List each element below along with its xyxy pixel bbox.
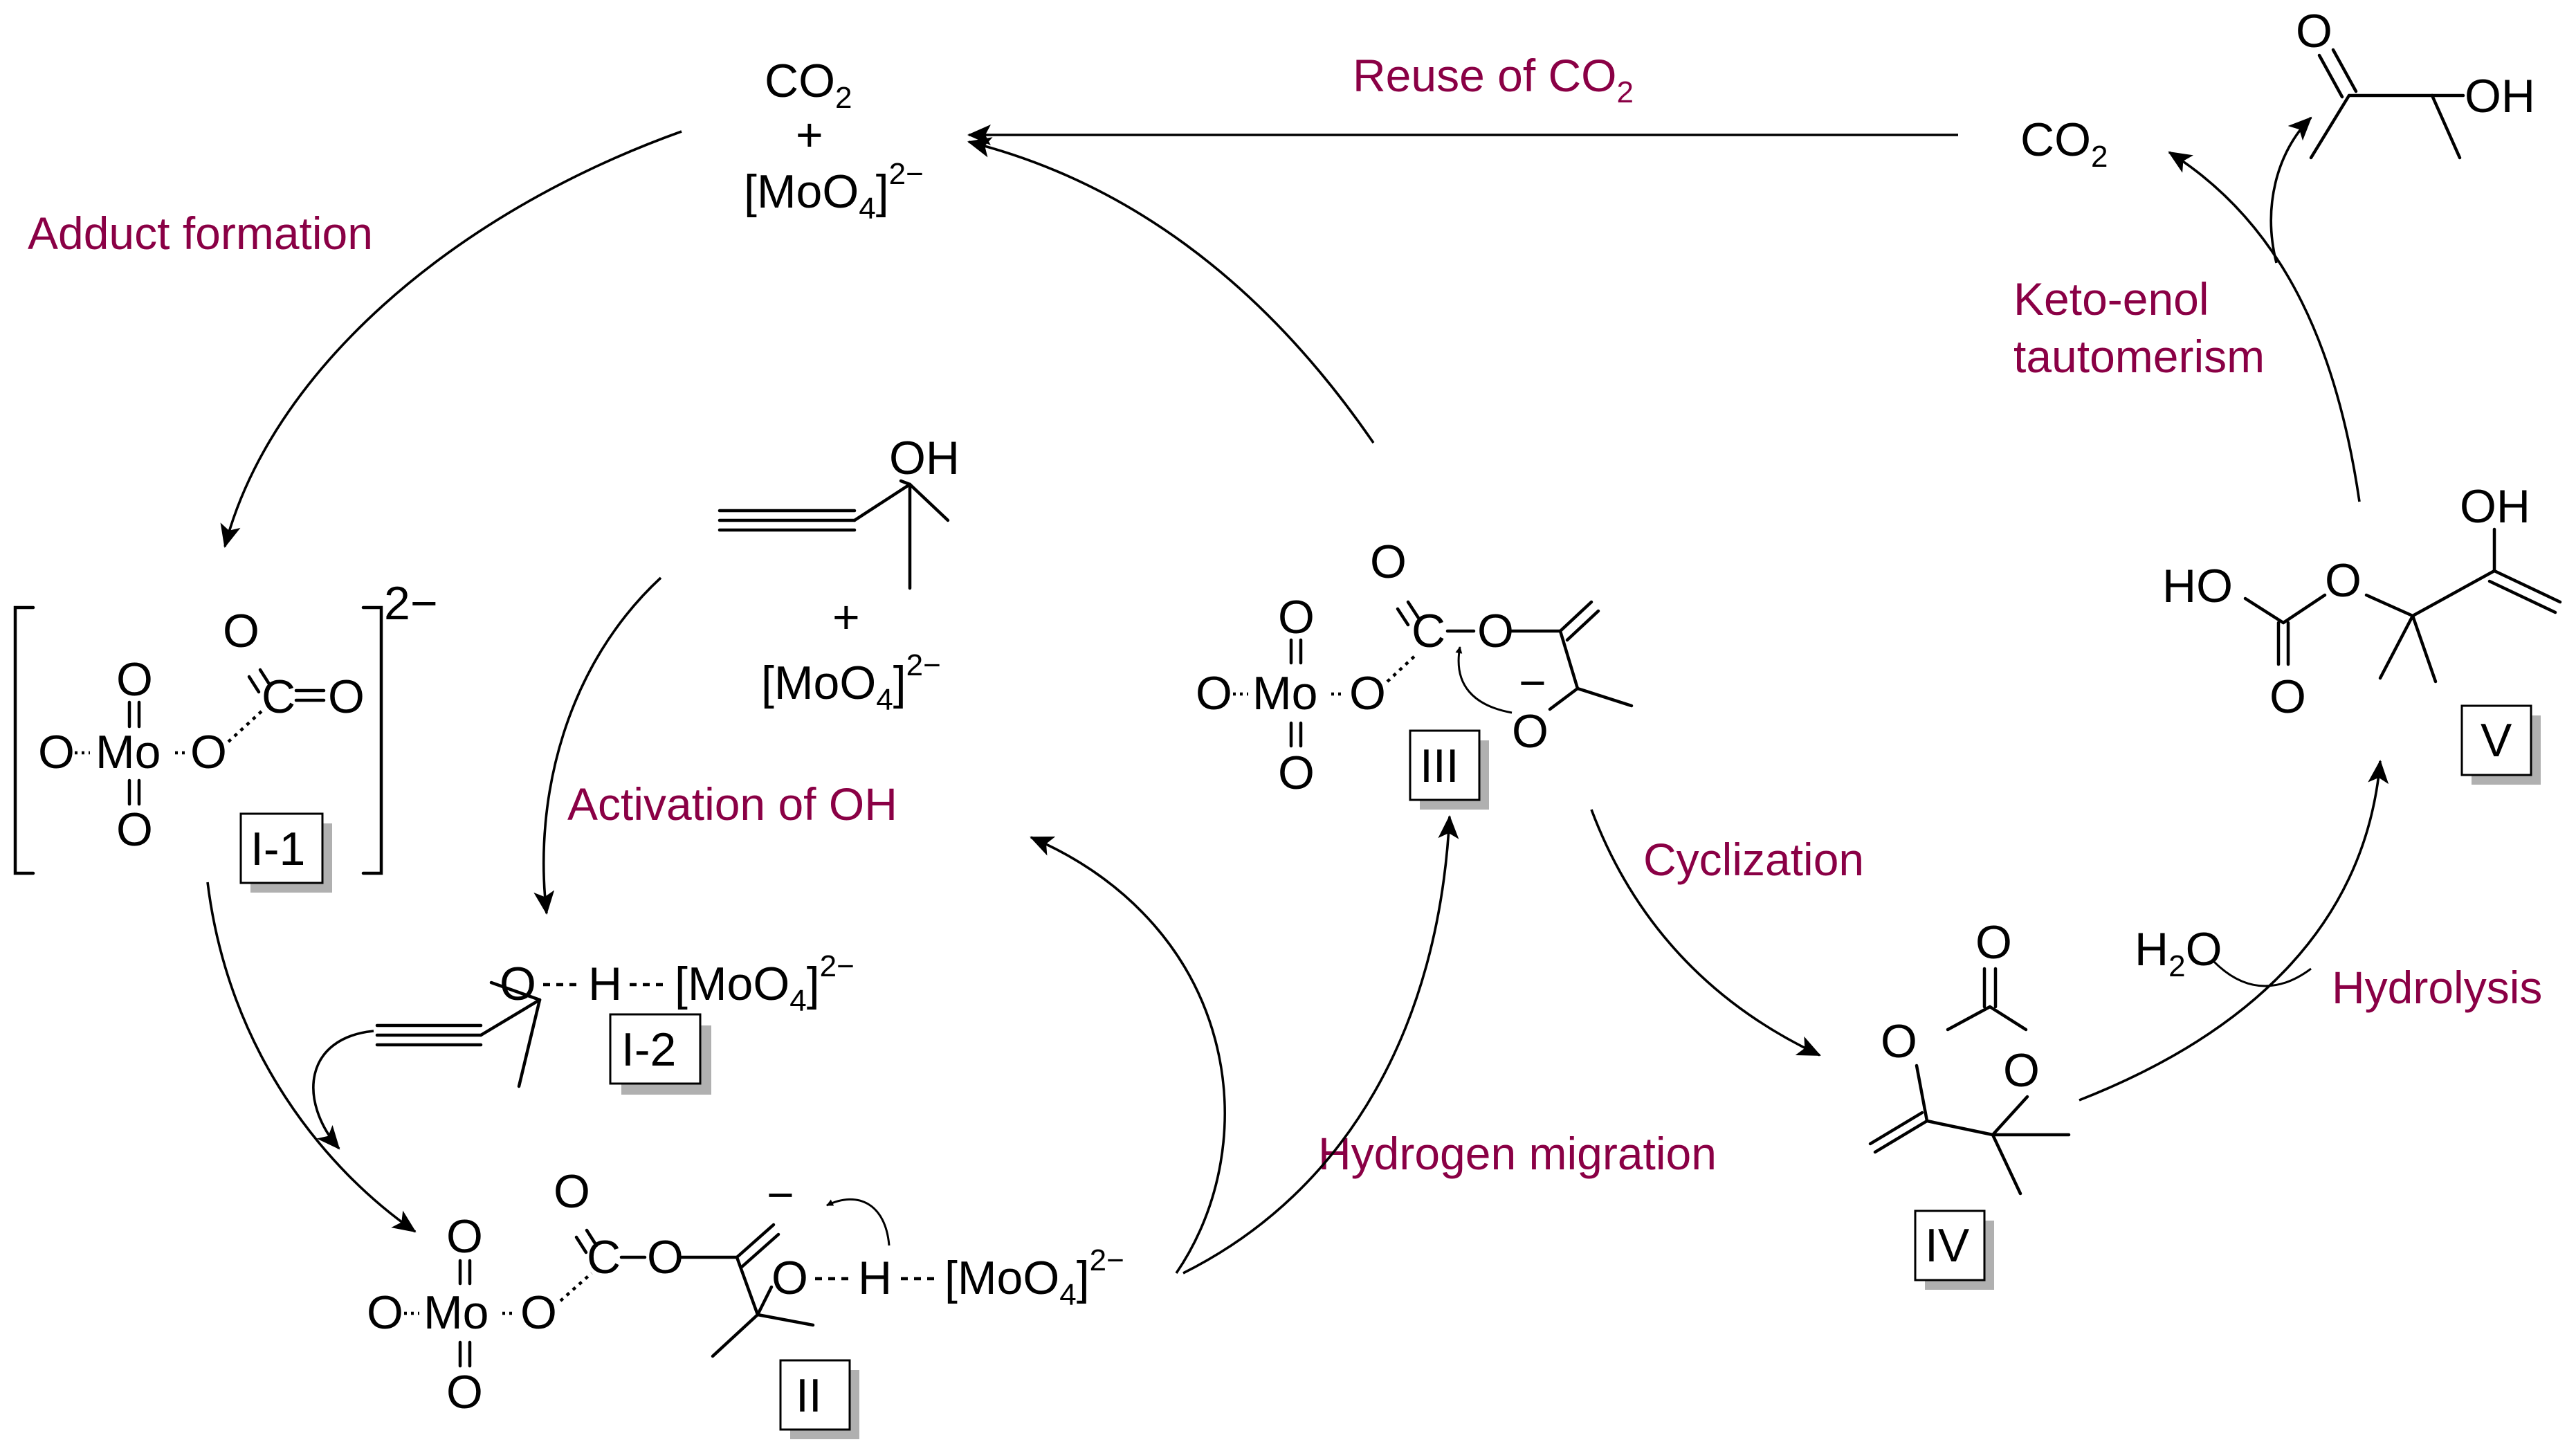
plus-sign-2: +	[832, 591, 860, 644]
label-hydrogen-migration: Hydrogen migration	[1318, 1128, 1717, 1179]
iii-o-alkoxide: O	[1512, 705, 1549, 758]
v-ho: HO	[2162, 560, 2233, 612]
arrow-keto-enol	[2168, 151, 2361, 502]
i2-o: O	[500, 958, 536, 1010]
co2-released: CO2	[2020, 113, 2108, 174]
intermediate-i1: 2− O O Mo O O C O O I-1	[13, 577, 438, 893]
ii-h: H	[858, 1252, 892, 1304]
label-reuse-of-co2: Reuse of CO2	[1353, 50, 1634, 109]
ii-o-top: O	[446, 1210, 483, 1263]
intermediate-i2: O H [MoO4]2− I-2	[375, 949, 855, 1095]
v-oh-top: OH	[2460, 480, 2530, 533]
ii-o-bottom: O	[446, 1366, 483, 1418]
i1-o-co2-right: O	[328, 670, 365, 723]
i1-o-left: O	[38, 726, 75, 778]
ii-o-right: O	[520, 1286, 557, 1339]
arrow-iii-to-top	[967, 137, 1375, 444]
arrow-activation-oh	[533, 576, 662, 915]
iii-o-carbonyl: O	[1370, 536, 1407, 588]
co2-formula: CO2	[765, 55, 852, 115]
iv-o-carbonyl: O	[1975, 916, 2012, 969]
ii-o-alkoxide: O	[771, 1252, 808, 1304]
label-keto-enol: Keto-enol	[2013, 273, 2209, 325]
intermediate-iv: O O O IV	[1868, 916, 2071, 1290]
co2-molybdate-top: CO2 + [MoO4]2−	[744, 55, 924, 226]
i2-h: H	[588, 958, 622, 1010]
ii-molybdate: [MoO4]2−	[944, 1243, 1124, 1312]
i1-o-top: O	[116, 653, 153, 706]
intermediate-v: OH O HO O V	[2162, 480, 2562, 785]
iii-o-top: O	[1278, 591, 1315, 644]
product-hydroxyketone: O OH	[2296, 5, 2535, 160]
arrow-alkyne-input	[312, 1030, 374, 1150]
arrow-hydrolysis	[2079, 760, 2389, 1102]
arrow-water-input	[2213, 960, 2312, 987]
iv-o-ring-right: O	[2003, 1044, 2040, 1097]
tag-i2: I-2	[621, 1023, 676, 1076]
tag-ii: II	[796, 1369, 822, 1422]
step-labels: Adduct formation Reuse of CO2 Activation…	[28, 50, 2542, 1179]
iv-o-ring-left: O	[1881, 1015, 1917, 1068]
product-carbonyl-o: O	[2296, 5, 2332, 57]
intermediate-ii: O O Mo O O C O O − O H [MoO4]2− II	[367, 1165, 1124, 1439]
i1-o-bottom: O	[116, 803, 153, 856]
iii-minus: −	[1519, 657, 1546, 709]
iii-o-ester: O	[1477, 605, 1514, 657]
plus-sign: +	[796, 109, 823, 161]
ii-mo: Mo	[423, 1286, 488, 1339]
arrow-ii-to-activation	[1030, 836, 1226, 1275]
water-formula: H2O	[2135, 923, 2222, 983]
molybdate-formula-2: [MoO4]2−	[761, 648, 941, 717]
arrow-i1-to-ii	[206, 882, 417, 1233]
label-tautomerism: tautomerism	[2013, 331, 2265, 382]
intermediate-iii: O O Mo O O C O O O − III	[1196, 536, 1634, 810]
v-o-carbonyl: O	[2269, 670, 2306, 723]
arrow-adduct-formation	[220, 130, 682, 548]
i2-molybdate: [MoO4]2−	[675, 949, 855, 1018]
ii-o-carbonyl: O	[554, 1165, 590, 1218]
i1-o-right: O	[190, 726, 227, 778]
ii-o-ester: O	[647, 1231, 684, 1284]
i1-charge: 2−	[384, 577, 438, 630]
label-activation-of-oh: Activation of OH	[567, 778, 897, 830]
i1-o-co2-top: O	[223, 605, 259, 657]
arrow-hydrogen-migration	[1182, 815, 1459, 1275]
v-o-ether: O	[2325, 554, 2362, 607]
iii-o-left: O	[1196, 667, 1232, 720]
alkynol-plus-molybdate: OH + [MoO4]2−	[718, 432, 960, 717]
tag-iv: IV	[1925, 1219, 1970, 1272]
arrow-cyclization	[1590, 809, 1821, 1057]
iii-o-right: O	[1349, 667, 1386, 720]
alkynol-oh: OH	[889, 432, 960, 484]
label-adduct-formation: Adduct formation	[28, 208, 373, 259]
iii-o-bottom: O	[1278, 747, 1315, 799]
label-cyclization: Cyclization	[1643, 834, 1864, 885]
iii-mo: Mo	[1252, 667, 1317, 720]
ii-o-left: O	[367, 1286, 403, 1339]
arrow-product-out	[2269, 116, 2312, 264]
reaction-arrows	[206, 116, 2389, 1275]
tag-i1: I-1	[250, 823, 305, 875]
tag-v: V	[2481, 714, 2512, 767]
i1-mo: Mo	[95, 726, 161, 778]
molybdate-formula: [MoO4]2−	[744, 157, 924, 226]
label-hydrolysis: Hydrolysis	[2332, 962, 2542, 1013]
tag-iii: III	[1420, 740, 1459, 792]
product-oh: OH	[2465, 70, 2535, 122]
ii-minus: −	[767, 1169, 794, 1221]
